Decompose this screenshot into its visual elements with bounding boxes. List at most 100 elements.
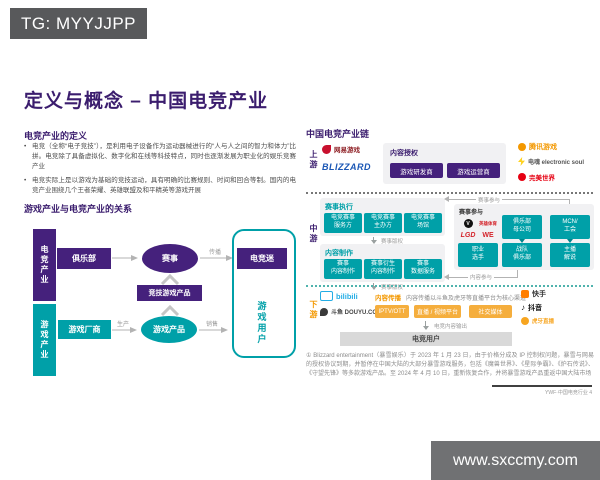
content-distribution-header: 内容传播 内容传播以斗鱼及虎牙等直播平台为核心渠道 bbox=[375, 292, 526, 302]
game-product-ellipse: 游戏产品 bbox=[141, 316, 197, 343]
relationship-arrows bbox=[112, 255, 233, 333]
perfect-world-logo-icon bbox=[518, 173, 526, 181]
definition-bullets: • 电竞（全称“电子竞技”），是利用电子设备作为运动器械进行的“人与人之间的智力和… bbox=[24, 142, 296, 200]
event-content-chip: 赛事 内容制作 bbox=[324, 259, 362, 279]
upstream-band: 上游 网易游戏 BLIZZARD 内容授权 游戏研发商 游戏运营商 腾讯游戏 电… bbox=[306, 141, 594, 191]
definition-heading: 电竞产业的定义 bbox=[24, 131, 88, 141]
kuaishou-logo: 快手 bbox=[521, 289, 546, 299]
mcn-to-caster-arrow bbox=[567, 239, 573, 246]
bullet-icon: • bbox=[24, 143, 27, 150]
huya-logo: 虎牙直播 bbox=[521, 317, 554, 325]
content-production-panel: 内容制作 赛事 内容制作 赛事衍生 内容制作 赛事 数据服务 bbox=[320, 244, 445, 282]
event-venue-chip: 电竞赛事 场馆 bbox=[404, 213, 442, 233]
kuaishou-logo-text: 快手 bbox=[532, 291, 546, 298]
game-user-label: 游戏用户 bbox=[256, 301, 267, 345]
social-media-chip: 社交媒体 bbox=[469, 305, 512, 318]
douyin-note-icon: ♪ bbox=[521, 303, 525, 312]
copyright-arrow-1-label: 赛事版权 bbox=[379, 237, 406, 245]
chain-heading: 中国电竞产业链 bbox=[306, 129, 370, 139]
bilibili-tv-icon bbox=[320, 291, 333, 301]
definition-bullet: • 电竞实际上是以游戏为基础的竞技运动，具有明确的比赛规则、时间和回合等制。国内的… bbox=[24, 176, 296, 196]
copyright-arrow-1 bbox=[370, 237, 377, 244]
iptv-ott-chip: IPTV/OTT bbox=[375, 305, 409, 318]
lightning-icon bbox=[518, 157, 525, 166]
content-distribution-title: 内容传播 bbox=[375, 295, 401, 302]
content-production-title: 内容制作 bbox=[325, 250, 353, 257]
participation-connector-top bbox=[447, 199, 570, 206]
footnote: ① Blizzard entertainment（暴雪娱乐）于 2023 年 1… bbox=[306, 353, 594, 377]
we-logo-text: WE bbox=[482, 232, 494, 239]
pro-player-chip: 职业 选手 bbox=[458, 243, 498, 267]
bilibili-logo: bilibili bbox=[320, 291, 358, 301]
downstream-band: 下游 bilibili 斗鱼 DOUYU.COM 内容传播 内容传播以斗鱼及虎牙… bbox=[306, 289, 594, 351]
event-service-chip: 电竞赛事 服务方 bbox=[324, 213, 362, 233]
netease-logo-icon bbox=[322, 144, 331, 154]
huya-logo-icon bbox=[521, 317, 529, 325]
club-parent-chip: 俱乐部 母公司 bbox=[502, 215, 542, 239]
midstream-stage-label: 中游 bbox=[309, 224, 318, 244]
content-licensing-panel: 内容授权 游戏研发商 游戏运营商 bbox=[383, 143, 506, 184]
live-video-platform-chip: 直播 / 视频平台 bbox=[414, 305, 461, 318]
tencent-logo-text: 腾讯游戏 bbox=[529, 144, 557, 151]
competitive-game-product-box: 竞技游戏产品 bbox=[137, 285, 202, 301]
event-participation-panel: 赛事参与 V 英雄体育 LGD WE 俱乐部 母公司 MCN/ 工会 职业 选手… bbox=[454, 204, 594, 270]
esports-users-box: 电竞用户 bbox=[340, 332, 512, 346]
dianhun-logo: 电魂 electronic soul bbox=[518, 157, 584, 166]
bullet-text: 电竞（全称“电子竞技”），是利用电子设备作为运动器械进行的“人与人之间的智力和体… bbox=[32, 143, 296, 171]
douyu-logo: 斗鱼 DOUYU.COM bbox=[320, 307, 382, 316]
sell-arrow-label: 销售 bbox=[206, 322, 219, 328]
website-watermark: www.sxccmy.com bbox=[431, 441, 600, 480]
content-licensing-title: 内容授权 bbox=[390, 150, 418, 157]
douyu-fish-icon bbox=[320, 307, 328, 316]
mcn-union-chip: MCN/ 工会 bbox=[550, 215, 590, 239]
tencent-games-logo: 腾讯游戏 bbox=[518, 142, 557, 152]
event-execution-title: 赛事执行 bbox=[325, 204, 353, 211]
bilibili-logo-text: bilibili bbox=[336, 291, 358, 301]
participation-connector-bottom-label: 内容参与 bbox=[468, 273, 495, 281]
footer-rule bbox=[492, 385, 592, 387]
tencent-logo-icon bbox=[518, 143, 526, 151]
copyright-arrow-2-label: 赛事版权 bbox=[379, 283, 406, 291]
perfect-world-logo: 完美世界 bbox=[518, 172, 555, 182]
blizzard-logo: BLIZZARD bbox=[322, 162, 371, 172]
event-participation-title: 赛事参与 bbox=[459, 210, 484, 216]
content-distribution-desc: 内容传播以斗鱼及虎牙等直播平台为核心渠道 bbox=[406, 296, 527, 302]
hero-esports-logo-text: 英雄体育 bbox=[479, 220, 497, 226]
game-vendor-box: 游戏厂商 bbox=[58, 320, 111, 339]
bullet-text: 电竞实际上是以游戏为基础的竞技运动，具有明确的比赛规则、时间和回合等制。国内的电… bbox=[32, 177, 296, 195]
netease-logo: 网易游戏 bbox=[322, 144, 360, 154]
perfect-world-logo-text: 完美世界 bbox=[529, 175, 555, 182]
downstream-stage-label: 下游 bbox=[309, 300, 318, 320]
huya-logo-text: 虎牙直播 bbox=[532, 319, 555, 325]
caster-chip: 主播 解说 bbox=[550, 243, 590, 267]
upstream-stage-label: 上游 bbox=[309, 150, 318, 170]
spread-arrow-label: 传播 bbox=[209, 250, 222, 256]
event-execution-panel: 赛事执行 电竞赛事 服务方 电竞赛事 主办方 电竞赛事 场馆 bbox=[320, 198, 445, 236]
club-box: 俱乐部 bbox=[57, 248, 111, 269]
dianhun-logo-text: 电魂 electronic soul bbox=[528, 160, 585, 166]
esports-fan-box: 电竞迷 bbox=[237, 248, 287, 269]
game-industry-box: 游戏产业 bbox=[33, 304, 56, 376]
douyin-logo-text: 抖音 bbox=[528, 305, 542, 312]
club-to-team-arrow bbox=[519, 239, 525, 246]
telegram-watermark: TG: MYYJJPP bbox=[10, 8, 147, 39]
derivative-content-chip: 赛事衍生 内容制作 bbox=[364, 259, 402, 279]
content-output-label: 电竞内容输出 bbox=[432, 322, 470, 330]
bullet-icon: • bbox=[24, 177, 27, 185]
douyin-logo: ♪ 抖音 bbox=[521, 303, 542, 313]
participation-connector-top-label: 赛事参与 bbox=[476, 196, 503, 204]
event-ellipse: 赛事 bbox=[142, 244, 198, 273]
netease-logo-text: 网易游戏 bbox=[334, 147, 360, 154]
page-footer: YWF·中国电竞行业 4 bbox=[545, 390, 592, 396]
content-output-arrow bbox=[422, 321, 429, 330]
event-organizer-chip: 电竞赛事 主办方 bbox=[364, 213, 402, 233]
esports-industry-box: 电竞产业 bbox=[33, 229, 56, 301]
game-operator-chip: 游戏运营商 bbox=[447, 163, 500, 178]
event-data-chip: 赛事 数据服务 bbox=[404, 259, 442, 279]
participation-connector-top-arrowhead bbox=[441, 196, 449, 202]
kuaishou-logo-icon bbox=[521, 290, 529, 298]
lgd-logo-text: LGD bbox=[460, 232, 476, 239]
game-developer-chip: 游戏研发商 bbox=[390, 163, 443, 178]
douyu-logo-text: 斗鱼 DOUYU.COM bbox=[331, 310, 383, 316]
participation-logos: V 英雄体育 LGD WE bbox=[458, 217, 498, 241]
